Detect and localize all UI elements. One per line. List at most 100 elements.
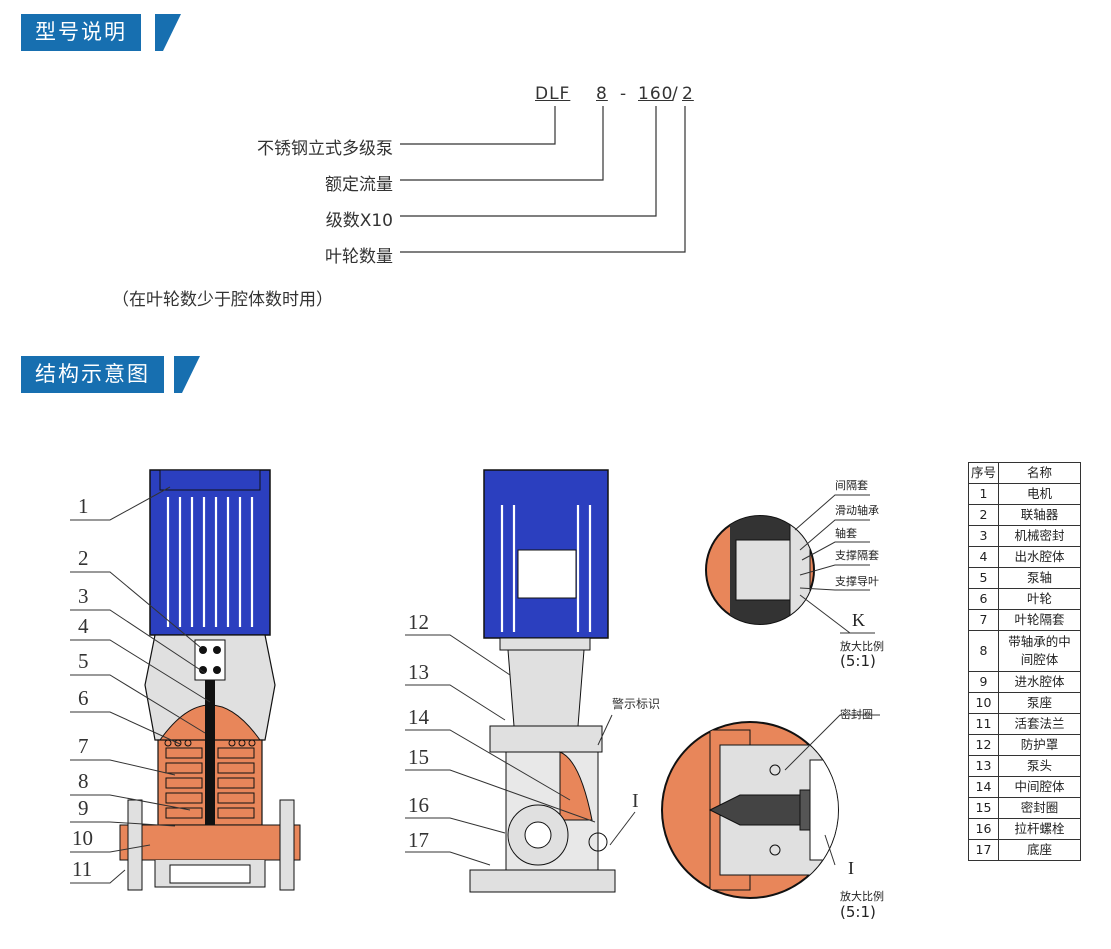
part-name: 活套法兰 bbox=[998, 713, 1081, 735]
callout-4: 4 bbox=[78, 614, 89, 638]
detail-K-label-3: 轴套 bbox=[835, 527, 857, 540]
motor-shape bbox=[149, 469, 271, 636]
part-name: 中间腔体 bbox=[998, 776, 1081, 798]
callout-3: 3 bbox=[78, 584, 89, 608]
model-section-title-text: 型号说明 bbox=[35, 20, 127, 44]
callout-8: 8 bbox=[78, 769, 89, 793]
part-index: 3 bbox=[968, 525, 999, 547]
structure-section-title-text: 结构示意图 bbox=[35, 362, 150, 386]
model-label-series: 不锈钢立式多级泵 bbox=[257, 139, 393, 159]
code-series: DLF bbox=[535, 84, 571, 104]
part-index: 5 bbox=[968, 567, 999, 589]
code-impellers: 2 bbox=[682, 84, 694, 104]
warning-label: 警示标识 bbox=[612, 697, 661, 711]
part-name: 电机 bbox=[998, 483, 1081, 505]
code-flow: 8 bbox=[596, 84, 608, 104]
detail-K-diagram bbox=[705, 494, 875, 634]
code-stages: 160 bbox=[638, 84, 674, 104]
mid-callout-leaders bbox=[405, 634, 636, 866]
callout-17: 17 bbox=[408, 828, 429, 852]
part-name: 防护罩 bbox=[998, 734, 1081, 756]
part-index: 6 bbox=[968, 588, 999, 610]
model-title-tail-icon bbox=[155, 14, 181, 51]
part-index: 10 bbox=[968, 692, 999, 714]
part-name: 叶轮隔套 bbox=[998, 609, 1081, 631]
detail-I-label: 密封圈 bbox=[840, 708, 873, 721]
pump-section-diagram bbox=[119, 469, 301, 891]
left-callout-leaders bbox=[70, 486, 211, 884]
model-label-flow: 额定流量 bbox=[325, 175, 393, 195]
code-dash: - bbox=[620, 84, 628, 104]
part-index: 11 bbox=[968, 713, 999, 735]
structure-section-title: 结构示意图 bbox=[21, 356, 164, 393]
part-index: 16 bbox=[968, 818, 999, 840]
callout-2: 2 bbox=[78, 546, 89, 570]
detail-I-diagram bbox=[661, 714, 880, 899]
callout-6: 6 bbox=[78, 686, 89, 710]
callout-15: 15 bbox=[408, 745, 429, 769]
detail-I-scale-text: 放大比例 bbox=[840, 890, 884, 903]
callout-12: 12 bbox=[408, 610, 429, 634]
model-label-stages: 级数X10 bbox=[325, 211, 393, 231]
pump-side-diagram bbox=[469, 469, 616, 893]
part-index: 14 bbox=[968, 776, 999, 798]
part-name: 出水腔体 bbox=[998, 546, 1081, 568]
code-slash: / bbox=[672, 84, 679, 104]
view-I-mark: I bbox=[632, 790, 639, 812]
part-name: 泵座 bbox=[998, 692, 1081, 714]
model-note: （在叶轮数少于腔体数时用） bbox=[112, 290, 333, 310]
callout-1: 1 bbox=[78, 494, 89, 518]
structure-title-tail-icon bbox=[174, 356, 200, 393]
detail-K-label-2: 滑动轴承 bbox=[835, 504, 879, 517]
part-name: 泵轴 bbox=[998, 567, 1081, 589]
detail-K-label-1: 间隔套 bbox=[835, 479, 868, 492]
part-name: 密封圈 bbox=[998, 797, 1081, 819]
callout-13: 13 bbox=[408, 660, 429, 684]
model-section-title: 型号说明 bbox=[21, 14, 141, 51]
part-index: 4 bbox=[968, 546, 999, 568]
part-index: 17 bbox=[968, 839, 999, 861]
part-name: 泵头 bbox=[998, 755, 1081, 777]
detail-K-scale: (5:1) bbox=[840, 652, 876, 670]
detail-K-mark: K bbox=[852, 610, 865, 630]
part-name: 机械密封 bbox=[998, 525, 1081, 547]
part-index: 13 bbox=[968, 755, 999, 777]
detail-I-mark: I bbox=[848, 858, 854, 878]
part-index: 15 bbox=[968, 797, 999, 819]
header-name: 名称 bbox=[998, 462, 1081, 484]
callout-16: 16 bbox=[408, 793, 429, 817]
part-index: 8 bbox=[968, 630, 999, 672]
part-name: 底座 bbox=[998, 839, 1081, 861]
part-index: 7 bbox=[968, 609, 999, 631]
callout-7: 7 bbox=[78, 734, 89, 758]
callout-14: 14 bbox=[408, 705, 429, 729]
nameplate bbox=[517, 549, 577, 599]
callout-9: 9 bbox=[78, 796, 89, 820]
detail-K-label-4: 支撑隔套 bbox=[835, 549, 879, 562]
detail-K-label-5: 支撑导叶 bbox=[835, 575, 879, 588]
part-index: 2 bbox=[968, 504, 999, 526]
detail-I-scale: (5:1) bbox=[840, 903, 876, 921]
callout-5: 5 bbox=[78, 649, 89, 673]
part-index: 9 bbox=[968, 671, 999, 693]
part-index: 12 bbox=[968, 734, 999, 756]
model-label-impellers: 叶轮数量 bbox=[325, 247, 393, 267]
part-name: 带轴承的中间腔体 bbox=[998, 630, 1081, 672]
detail-K-scale-text: 放大比例 bbox=[840, 640, 884, 653]
